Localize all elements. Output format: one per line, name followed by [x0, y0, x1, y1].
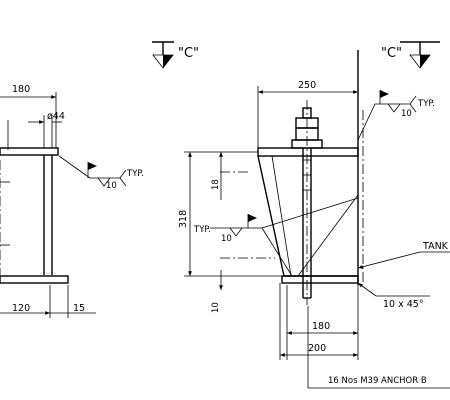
left-weld-size: 10	[106, 181, 117, 191]
dim-base: 10	[211, 302, 221, 313]
left-base-plate	[0, 275, 69, 284]
upper-weld-typ: TYP.	[417, 99, 435, 109]
gusset-inner	[271, 155, 292, 277]
left-weld-typ: TYP.	[126, 169, 144, 179]
lower-weld-symbol: TYP. 10	[193, 197, 359, 277]
upper-weld-symbol: 10 TYP.	[357, 90, 435, 141]
left-dim-bottom-b: 15	[73, 303, 85, 314]
flag-icon	[248, 214, 257, 222]
section-marker-right: "C"	[381, 41, 440, 69]
lower-weld-typ: TYP.	[193, 225, 211, 235]
left-weld-symbol: 10 TYP.	[58, 155, 144, 191]
anchor-bolt	[291, 100, 323, 305]
tank-label: TANK	[422, 241, 449, 252]
cap-plate	[257, 147, 359, 157]
tank-leader	[357, 251, 421, 269]
section-label-right: "C"	[381, 46, 402, 61]
anchor-note: 16 Nos M39 ANCHOR B	[328, 376, 427, 386]
section-label-left: "C"	[178, 46, 199, 61]
section-marker-left: "C"	[152, 41, 199, 69]
right-view: 250 318 18 10 10 TYP.	[178, 50, 450, 389]
dim-bottom-outer: 200	[308, 343, 326, 354]
left-view: 180 ø44 10 TYP. 120 15	[0, 84, 144, 318]
left-dim-top-label: 180	[12, 84, 30, 95]
upper-weld-size: 10	[401, 109, 412, 119]
left-dim-bottom-a: 120	[12, 303, 30, 314]
base-plate	[281, 275, 359, 284]
dim-total-height: 318	[178, 210, 189, 228]
gusset-outline	[257, 155, 358, 277]
flag-icon	[380, 90, 389, 98]
flag-icon	[88, 162, 97, 170]
left-bolt-dia-label: ø44	[47, 111, 65, 122]
lower-weld-size: 10	[221, 234, 232, 244]
left-top-plate	[0, 147, 59, 156]
dim-bottom-inner: 180	[312, 321, 330, 332]
gusset-diag	[297, 194, 359, 277]
chamfer-leader	[357, 282, 377, 297]
chamfer-label: 10 x 45°	[383, 299, 424, 310]
dim-gusset: 18	[211, 179, 221, 190]
dim-top-label: 250	[298, 80, 316, 91]
